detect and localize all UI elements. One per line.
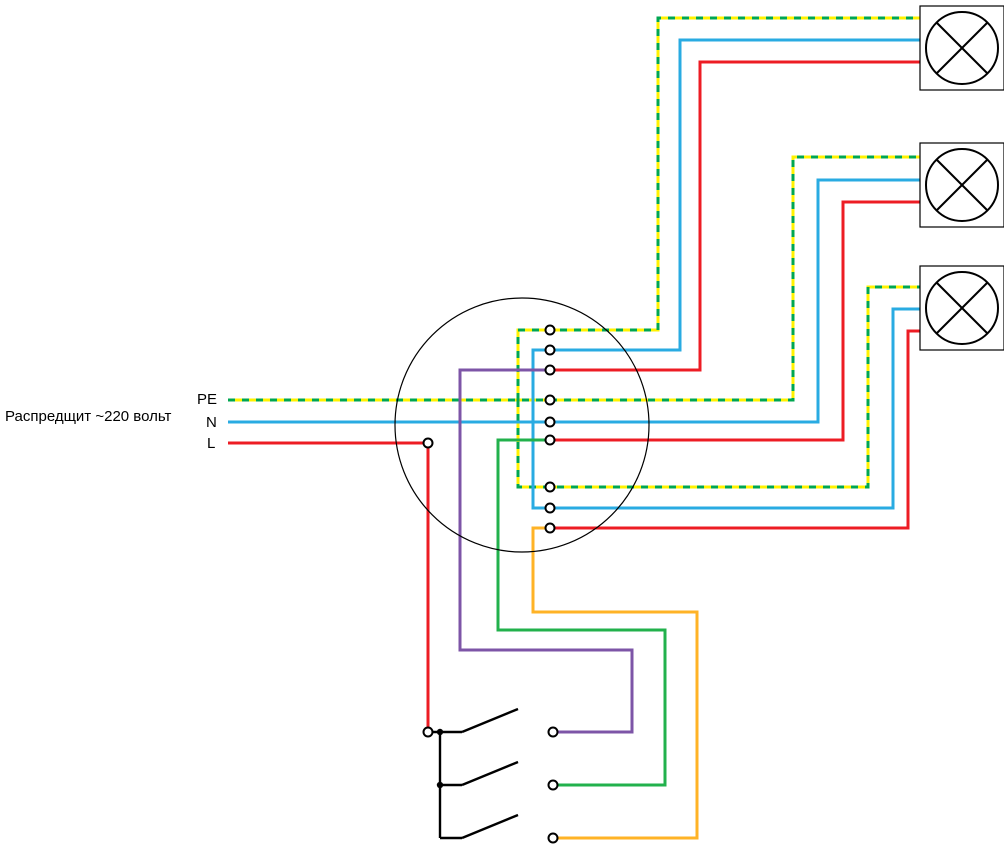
pe-wire-main — [228, 155, 920, 402]
terminal-l-lamp3 — [544, 522, 556, 534]
bus-junction-dot-mid — [436, 781, 444, 789]
terminal-pe-main — [544, 394, 556, 406]
terminal-n-lamp3 — [544, 502, 556, 514]
switch1-lever — [461, 707, 519, 734]
lamp-2-cross-b — [935, 158, 989, 212]
line-wire-to-switches — [228, 441, 430, 732]
line-wire-lamp3 — [550, 329, 920, 530]
lamp-3 — [919, 265, 1004, 351]
terminal-n-lamp1 — [544, 344, 556, 356]
neutral-label: N — [206, 414, 217, 431]
lamp-3-bulb-icon — [925, 271, 999, 345]
terminal-switch1-out — [547, 726, 559, 738]
switch-block — [433, 707, 519, 840]
junction-box-circle — [394, 297, 650, 553]
neutral-wire-lamp3 — [531, 307, 920, 510]
pe-wire-lamp1 — [516, 16, 920, 400]
terminal-line-tap — [422, 437, 434, 449]
pe-conductor — [228, 16, 920, 489]
terminal-pe-lamp1 — [544, 324, 556, 336]
lamp-1 — [919, 5, 1004, 91]
terminal-switch-common — [422, 726, 434, 738]
neutral-wire-main — [228, 178, 920, 424]
pe-wire-lamp1-stripe — [516, 16, 920, 400]
switched-wire-lamp1-purple — [458, 368, 634, 734]
line-wire-lamp2 — [550, 200, 920, 442]
bus-junction-dot-top — [436, 728, 444, 736]
terminal-n-main — [544, 416, 556, 428]
lamp-3-cross-b — [935, 281, 989, 335]
switch3-lever — [461, 813, 519, 840]
switch2-lever — [461, 760, 519, 787]
pe-wire-lamp3-stripe — [516, 285, 920, 489]
lamp-1-cross-b — [935, 21, 989, 75]
terminal-pe-lamp3 — [544, 481, 556, 493]
terminals — [422, 324, 559, 844]
terminal-l-lamp1 — [544, 364, 556, 376]
pe-label: PE — [197, 391, 217, 408]
switched-wire-lamp2-green — [496, 438, 667, 787]
terminal-l-lamp2 — [544, 434, 556, 446]
switched-wire-lamp3-orange — [531, 526, 699, 840]
lamp-1-bulb-icon — [925, 11, 999, 85]
line-label: L — [207, 435, 215, 452]
lamp-2 — [919, 142, 1004, 228]
line-wire-lamp1 — [550, 60, 920, 372]
terminal-switch2-out — [547, 779, 559, 791]
lamp-2-bulb-icon — [925, 148, 999, 222]
neutral-wire-lamp1 — [531, 38, 920, 422]
pe-wire-main-stripe — [228, 155, 920, 402]
pe-wire-lamp3 — [516, 285, 920, 489]
neutral-conductor — [228, 38, 920, 510]
source-label: Распредщит ~220 вольт — [5, 408, 171, 425]
terminal-switch3-out — [547, 832, 559, 844]
